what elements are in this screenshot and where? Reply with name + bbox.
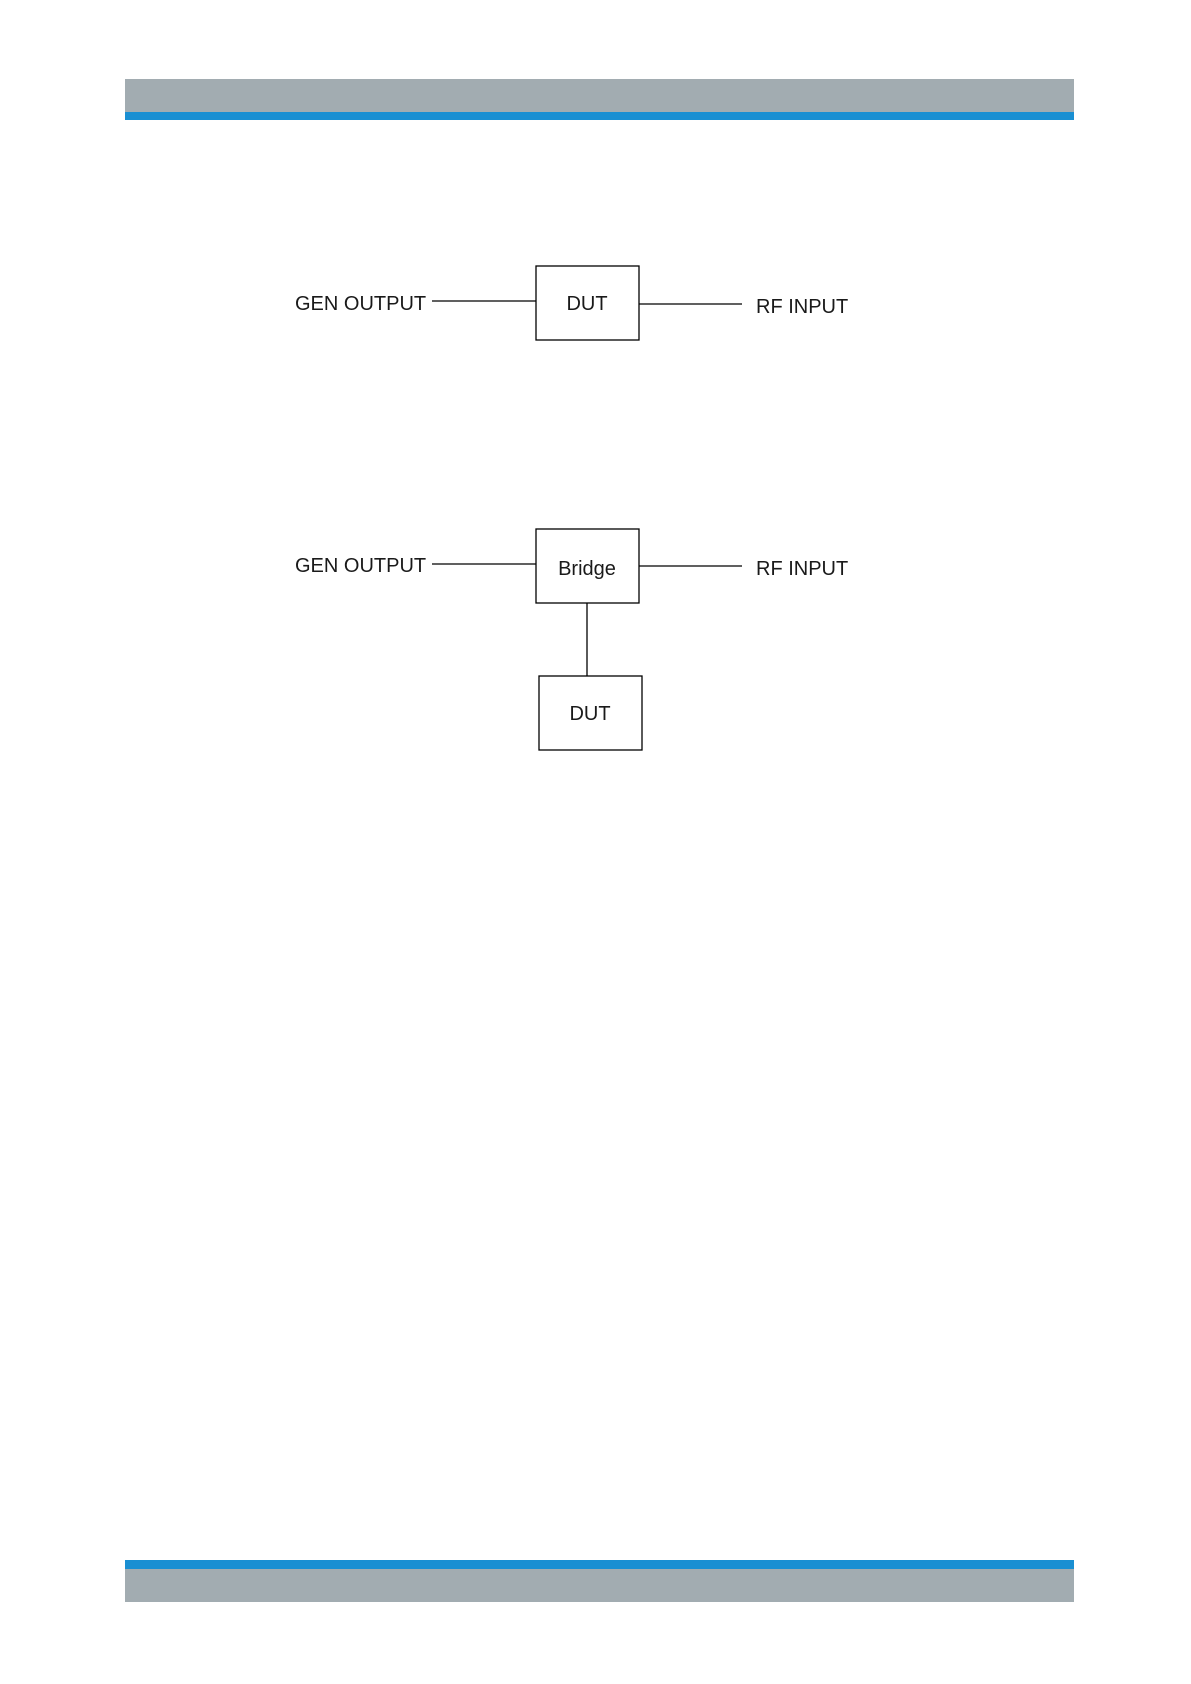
- rf-input-label: RF INPUT: [756, 558, 848, 580]
- bridge-label: Bridge: [558, 558, 616, 580]
- reflection-setup-diagram: GEN OUTPUT Bridge RF INPUT DUT: [295, 529, 848, 750]
- rf-input-label: RF INPUT: [756, 296, 848, 318]
- dut-label: DUT: [569, 703, 610, 725]
- dut-label: DUT: [566, 293, 607, 315]
- footer-accent-line: [125, 1560, 1074, 1569]
- transmission-setup-diagram: GEN OUTPUT DUT RF INPUT: [295, 266, 848, 340]
- gen-output-label: GEN OUTPUT: [295, 555, 426, 577]
- footer-bar: [125, 1569, 1074, 1602]
- gen-output-label: GEN OUTPUT: [295, 293, 426, 315]
